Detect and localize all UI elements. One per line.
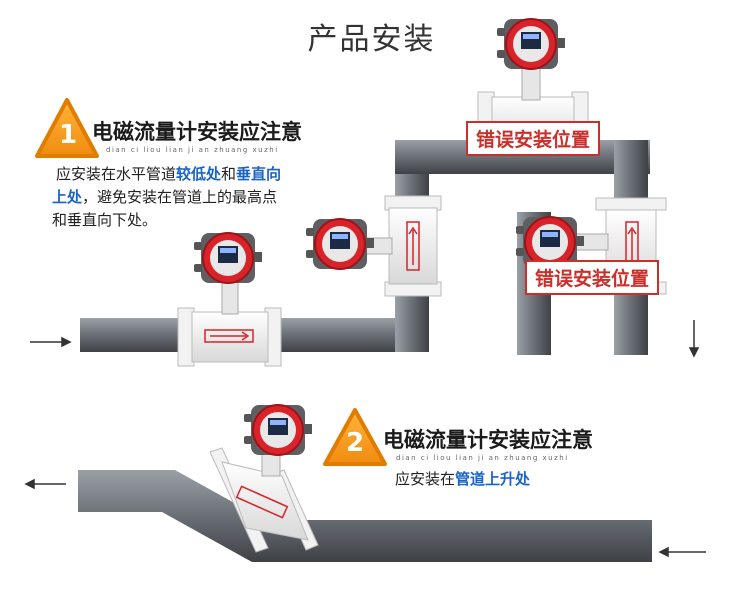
section-1-pinyin: dian ci liou lian ji an zhuang xuzhi (106, 146, 279, 154)
step-2-badge (323, 408, 387, 466)
pipe-rising-section (78, 470, 652, 562)
flow-arrow-down (688, 320, 700, 358)
flow-arrow-inlet (30, 336, 72, 348)
section-1-text: 应安装在水平管道较低处和垂直向 (56, 165, 282, 183)
flow-arrow-bottom-right (658, 546, 706, 558)
flow-arrow-bottom-left (24, 478, 66, 490)
wrong-position-label-top: 错误安装位置 (466, 121, 601, 156)
section-2-title: 电磁流量计安装应注意 (383, 428, 593, 452)
page-title: 产品安装 (307, 22, 436, 57)
section-2-pinyin: dian ci liou lian ji an zhuang xuzhi (396, 454, 569, 462)
wrong-position-label-right: 错误安装位置 (525, 260, 660, 295)
step-1-number: 1 (58, 120, 78, 150)
section-1-title: 电磁流量计安装应注意 (92, 120, 302, 144)
section-1-text-line2: 上处，避免安装在管道上的最高点 (52, 188, 278, 206)
section-2-text: 应安装在管道上升处 (395, 470, 531, 488)
section-1-text-line3: 和垂直向下处。 (52, 211, 158, 229)
flowmeter-correct-low (177, 232, 282, 367)
step-2-number: 2 (345, 428, 365, 458)
step-1-badge (35, 98, 99, 158)
flowmeter-correct-rising (209, 404, 319, 553)
flowmeter-correct-riser (305, 195, 442, 297)
